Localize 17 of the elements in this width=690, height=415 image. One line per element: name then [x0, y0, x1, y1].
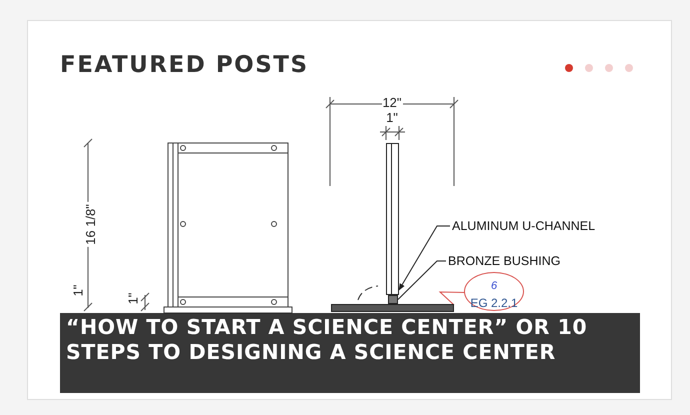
leader-line [398, 226, 450, 291]
sheet-reference: EG 2.2.1 [469, 296, 519, 311]
dimension-label: 16 1/8" [84, 202, 96, 247]
callout-label: BRONZE BUSHING [448, 253, 576, 269]
dimension-label: 1" [72, 282, 84, 298]
bushing [388, 295, 398, 304]
post-title: “HOW TO START A SCIENCE CENTER” OR 10 STEPS TO DESIGNING A SCIENCE CENTER [66, 315, 588, 365]
detail-number: 6 [490, 279, 498, 294]
dimension-label: 1" [126, 290, 140, 306]
base-plate [331, 304, 454, 312]
section-heading: FEATURED POSTS [60, 52, 309, 78]
dimension-label: 12" [382, 96, 402, 109]
leader-line [438, 291, 466, 306]
callout-label: ALUMINUM U-CHANNEL [452, 218, 618, 234]
dimension-label: 1" [386, 111, 398, 124]
leader-line [398, 260, 446, 300]
detail-reference-circle [464, 272, 524, 311]
